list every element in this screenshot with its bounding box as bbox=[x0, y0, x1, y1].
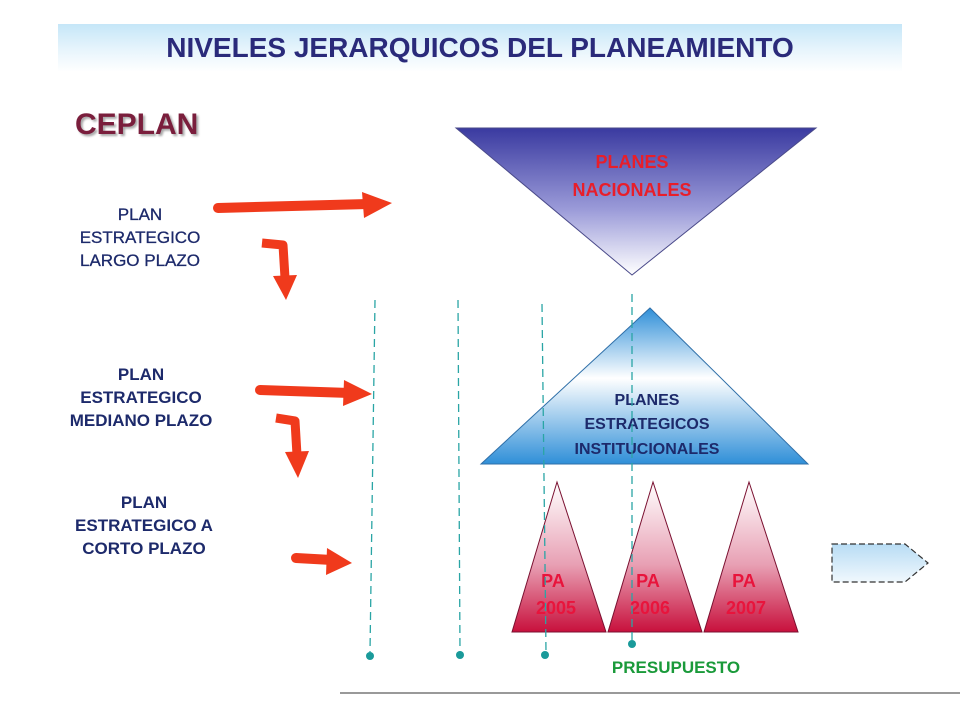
annual-plan-2006-year: 2006 bbox=[630, 598, 670, 618]
annual-plan-2005-triangle bbox=[511, 480, 607, 633]
level-long-term-label: PLAN ESTRATEGICO LARGO PLAZO bbox=[40, 203, 240, 272]
budget-label: PRESUPUESTO bbox=[612, 658, 740, 677]
level-long-term-line-2: ESTRATEGICO bbox=[79, 228, 201, 247]
annual-plan-2007-triangle bbox=[703, 480, 799, 633]
guide-dot-4 bbox=[628, 640, 636, 648]
guide-line-3 bbox=[541, 303, 547, 653]
level-short-term-label: PLAN ESTRATEGICO A CORTO PLAZO bbox=[44, 491, 244, 560]
institutional-plans-line-1: PLANES bbox=[615, 392, 680, 409]
institutional-plans-line-3: INSTITUCIONALES bbox=[575, 441, 720, 458]
guide-dot-3 bbox=[541, 651, 549, 659]
national-plans-triangle bbox=[454, 127, 818, 276]
arrow-medium-term-right bbox=[255, 380, 372, 406]
level-medium-term-line-1: PLAN bbox=[117, 365, 165, 384]
guide-line-2 bbox=[457, 299, 461, 653]
level-short-term-line-2: ESTRATEGICO A bbox=[75, 516, 213, 535]
level-medium-term-line-2: ESTRATEGICO bbox=[80, 388, 202, 407]
arrow-long-term-right bbox=[213, 192, 392, 218]
level-long-term-line-1: PLAN bbox=[117, 205, 163, 224]
level-long-term-line-3: LARGO PLAZO bbox=[80, 251, 200, 270]
institutional-plans-triangle bbox=[479, 307, 810, 465]
level-short-term-line-1: PLAN bbox=[120, 493, 168, 512]
national-plans-line-1: PLANES bbox=[595, 152, 668, 172]
pentagon-box bbox=[831, 543, 929, 583]
title-bar bbox=[58, 24, 902, 72]
arrow-short-term-right bbox=[291, 548, 352, 575]
guide-dot-1 bbox=[366, 652, 374, 660]
org-label: CEPLAN bbox=[75, 108, 199, 141]
annual-plan-2007-label: PA bbox=[732, 571, 756, 591]
annual-plan-2006-label: PA bbox=[636, 571, 660, 591]
arrow-medium-term-down bbox=[275, 413, 309, 478]
arrow-long-term-down bbox=[261, 238, 297, 300]
page-title: NIVELES JERARQUICOS DEL PLANEAMIENTO bbox=[166, 32, 794, 63]
guide-dot-2 bbox=[456, 651, 464, 659]
guide-line-1 bbox=[369, 299, 376, 653]
level-medium-term-line-3: MEDIANO PLAZO bbox=[69, 411, 213, 430]
level-short-term-line-3: CORTO PLAZO bbox=[82, 539, 206, 558]
level-medium-term-label: PLAN ESTRATEGICO MEDIANO PLAZO bbox=[36, 363, 246, 432]
annual-plan-2005-year: 2005 bbox=[536, 598, 576, 618]
institutional-plans-line-2: ESTRATEGICOS bbox=[584, 416, 709, 433]
annual-plan-2005-label: PA bbox=[541, 571, 565, 591]
annual-plan-2007-year: 2007 bbox=[726, 598, 766, 618]
national-plans-line-2: NACIONALES bbox=[572, 180, 691, 200]
